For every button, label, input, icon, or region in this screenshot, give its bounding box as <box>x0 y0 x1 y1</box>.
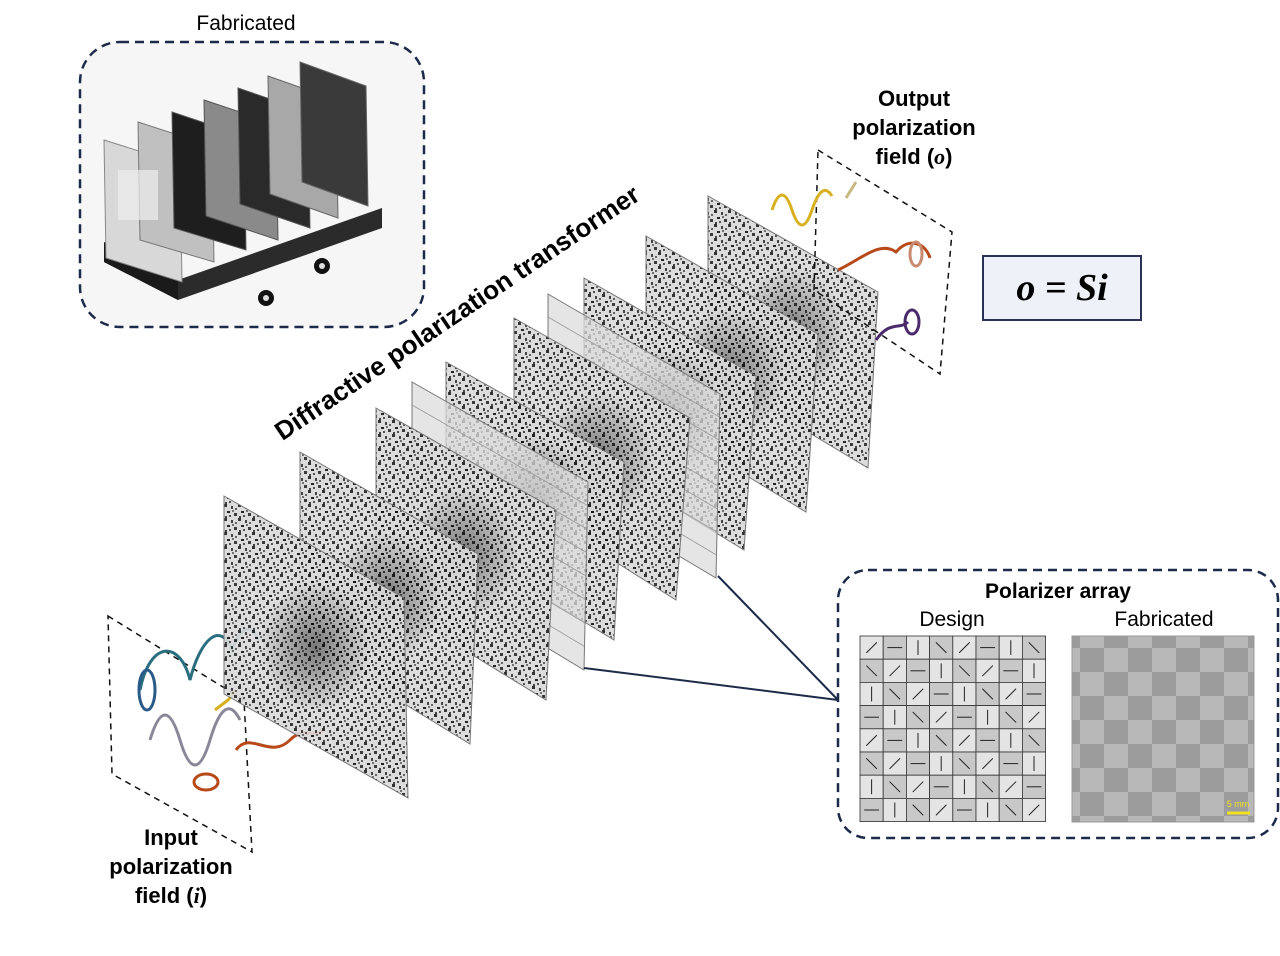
equation-text: o = Si <box>1016 267 1108 309</box>
polarization-arrow <box>981 665 994 677</box>
connector-line-upper <box>717 575 839 701</box>
polarizer-array-title: Polarizer array <box>985 580 1131 603</box>
polarization-arrow <box>912 711 924 723</box>
polarization-arrow <box>958 734 971 747</box>
polarization-arrow <box>981 781 994 793</box>
polarization-arrow <box>1028 804 1040 816</box>
design-label: Design <box>919 608 984 631</box>
fabricated-checker <box>1071 635 1255 823</box>
polarization-arrow <box>1005 688 1017 700</box>
polarization-arrow <box>935 804 947 816</box>
polarization-arrow <box>889 688 901 700</box>
output-field-plane <box>813 148 953 376</box>
polarization-arrow <box>1005 804 1017 816</box>
polarization-arrow <box>981 688 994 700</box>
polarization-arrow <box>1005 711 1017 723</box>
polarization-arrow <box>889 781 901 793</box>
input-label-line2: polarization <box>109 854 232 879</box>
polarization-arrow <box>1028 711 1040 723</box>
polarization-arrow <box>889 665 901 677</box>
polarization-arrow <box>865 734 878 747</box>
input-field-plane <box>107 614 253 854</box>
output-label-line2: polarization <box>852 115 975 140</box>
polarization-arrow <box>1028 641 1040 654</box>
polarization-arrow <box>865 665 878 677</box>
polarization-arrow <box>912 781 924 793</box>
output-label-line1: Output <box>878 86 951 111</box>
polarization-arrow <box>958 665 971 677</box>
input-label-line3: field (i) <box>135 883 207 908</box>
polarization-arrow <box>912 804 924 816</box>
polarization-arrow <box>865 641 878 654</box>
polarization-arrow <box>889 757 901 770</box>
polarization-arrow <box>865 757 878 770</box>
polarization-arrow <box>958 641 971 654</box>
fabricated-holder-photo <box>103 61 382 306</box>
fabricated-inset-title: Fabricated <box>196 12 295 35</box>
equation-box <box>982 255 1142 321</box>
output-label-line3: field (o) <box>876 144 953 169</box>
input-field-label: Input polarization field (i) <box>109 825 232 908</box>
polarization-arrow <box>935 641 947 654</box>
polarization-arrow <box>935 711 947 723</box>
connector-line-lower <box>583 667 839 701</box>
polarization-arrow <box>935 734 947 747</box>
diffractive-layer <box>223 495 409 799</box>
diffractive-layers <box>223 195 879 799</box>
output-waves <box>770 181 932 341</box>
polarization-arrow <box>981 757 994 770</box>
polarizer-array-inset: Polarizer array Design Fabricated 5 mm <box>836 568 1280 840</box>
scale-bar-label: 5 mm <box>1227 799 1250 809</box>
polarization-arrow <box>958 757 971 770</box>
fabricated-label: Fabricated <box>1114 608 1213 631</box>
polarization-arrow <box>912 688 924 700</box>
polarization-arrow <box>1005 781 1017 793</box>
output-field-label: Output polarization field (o) <box>852 86 975 169</box>
polarization-arrow <box>1028 734 1040 747</box>
design-grid <box>859 635 1047 823</box>
input-label-line1: Input <box>144 825 198 850</box>
fabricated-inset: Fabricated <box>78 12 426 329</box>
